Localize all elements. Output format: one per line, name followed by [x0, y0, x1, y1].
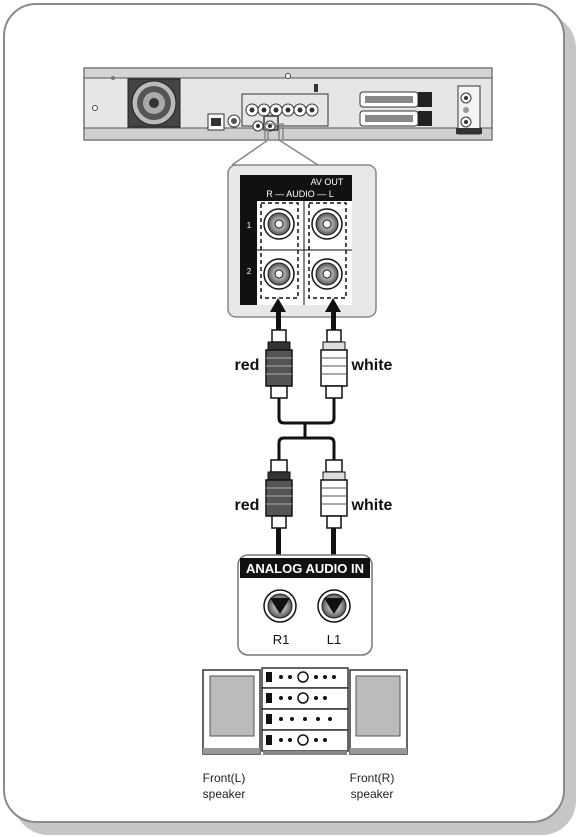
top-arrow-right — [325, 298, 341, 332]
stereo-stack — [261, 667, 349, 755]
av-out-jack-l1 — [311, 208, 343, 240]
bottom-white-label: white — [351, 497, 393, 514]
left-speaker-label-line1: Front(L) — [203, 771, 246, 785]
audio-system — [202, 667, 408, 755]
top-red-plug — [265, 329, 293, 399]
av-out-jack-r1 — [263, 208, 295, 240]
av-out-jack-l2 — [311, 258, 343, 290]
av-out-zoom: AV OUT R — AUDIO — L 1 2 — [227, 164, 377, 318]
right-speaker — [349, 669, 408, 755]
av-out-jack-r2 — [263, 258, 295, 290]
right-speaker-label-line2: speaker — [351, 787, 394, 801]
top-red-label: red — [235, 357, 260, 374]
jack-label-l1: L1 — [327, 632, 341, 647]
rear-jacks — [245, 103, 319, 132]
analog-panel-title: ANALOG AUDIO IN — [246, 561, 364, 576]
av-out-channels: R — AUDIO — L — [266, 189, 334, 199]
analog-audio-in-panel: ANALOG AUDIO IN R1 L1 — [237, 554, 373, 656]
top-arrow-left — [270, 298, 286, 332]
left-speaker — [202, 669, 261, 755]
recorder-back-panel — [83, 67, 493, 141]
top-white-label: white — [351, 357, 393, 374]
audio-cable — [277, 398, 336, 460]
left-speaker-label-line2: speaker — [203, 787, 246, 801]
jack-label-r1: R1 — [273, 632, 290, 647]
diagram-frame — [3, 3, 565, 823]
row-label-1: 1 — [247, 221, 252, 230]
bottom-red-label: red — [235, 497, 260, 514]
scart-connectors — [359, 91, 432, 127]
cooling-fan — [127, 78, 181, 128]
top-white-plug — [320, 329, 348, 399]
right-speaker-label-line1: Front(R) — [350, 771, 395, 785]
zoom-callout — [231, 123, 319, 166]
av-out-title: AV OUT — [311, 177, 344, 187]
bottom-red-plug — [265, 459, 293, 568]
row-label-2: 2 — [247, 267, 252, 276]
bottom-white-plug — [320, 459, 348, 568]
